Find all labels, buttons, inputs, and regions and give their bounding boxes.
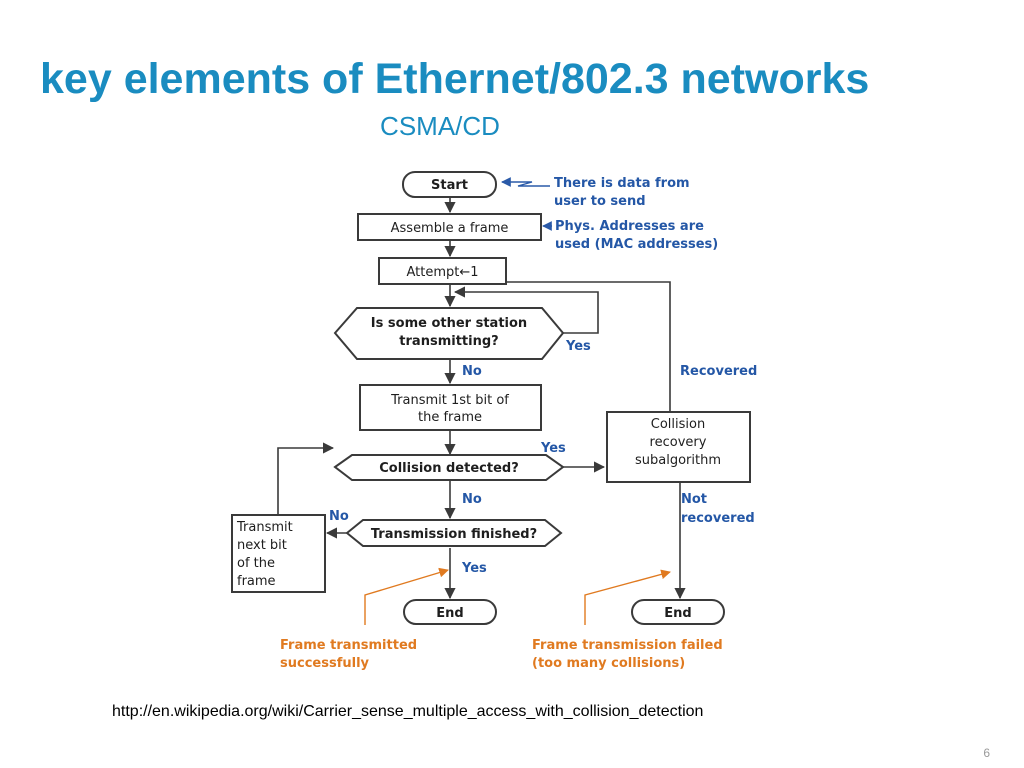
note-failure-line1: Frame transmission failed [532, 638, 723, 653]
label-yes-collision: Yes [540, 441, 566, 456]
note-success-line2: successfully [280, 656, 370, 671]
note-phys-addresses: Phys. Addresses are used (MAC addresses) [542, 219, 718, 252]
flow-recovery-line3: subalgorithm [635, 453, 721, 468]
slide-title: key elements of Ethernet/802.3 networks [40, 55, 870, 103]
flow-carrier-sense-decision: Is some other station transmitting? [333, 307, 565, 360]
flow-end-failure: End [631, 599, 725, 625]
flow-carrier-sense-line1: Is some other station [371, 316, 527, 331]
note-data-line1: There is data from [554, 176, 690, 191]
flow-end-right-label: End [664, 606, 691, 621]
flow-transmit-first-line1: Transmit 1st bit of [390, 393, 509, 408]
flow-attempt-label: Attempt←1 [406, 265, 478, 280]
flow-assemble-frame: Assemble a frame [357, 213, 542, 241]
flow-next-bit-line2: next bit [237, 538, 287, 553]
flow-finished-decision: Transmission finished? [345, 519, 563, 547]
flow-assemble-label: Assemble a frame [391, 221, 509, 236]
flow-collision-recovery: Collision recovery subalgorithm [606, 411, 751, 483]
label-not-recovered-line1: Not [681, 492, 707, 507]
flow-finished-label: Transmission finished? [371, 527, 537, 542]
connector-recovered [455, 281, 671, 412]
label-not-recovered-line2: recovered [681, 511, 755, 526]
flow-next-bit-line4: frame [237, 574, 276, 589]
label-no-collision: No [462, 492, 482, 507]
note-data-line2: user to send [554, 194, 646, 209]
note-success-pointer [364, 567, 449, 625]
flow-end-success: End [403, 599, 497, 625]
connector-next-bit-loop [277, 442, 335, 515]
note-failure: Frame transmission failed (too many coll… [532, 569, 723, 671]
flow-collision-decision: Collision detected? [333, 454, 565, 481]
flow-next-bit-line3: of the [237, 556, 275, 571]
note-failure-pointer [584, 569, 671, 625]
label-no-finished: No [329, 509, 349, 524]
note-success-line1: Frame transmitted [280, 638, 417, 653]
flow-carrier-sense-line2: transmitting? [399, 334, 498, 349]
connector-carrier-yes-loop [453, 286, 599, 334]
note-phys-line1: Phys. Addresses are [555, 219, 704, 234]
flow-end-left-label: End [436, 606, 463, 621]
note-failure-line2: (too many collisions) [532, 656, 685, 671]
page-number: 6 [983, 746, 990, 760]
label-no-carrier: No [462, 364, 482, 379]
flow-next-bit-line1: Transmit [236, 520, 293, 535]
flow-transmit-first-bit: Transmit 1st bit of the frame [359, 384, 542, 431]
note-phys-line2: used (MAC addresses) [555, 237, 718, 252]
flow-recovery-line2: recovery [650, 435, 707, 450]
flow-connectors [277, 197, 686, 600]
slide-subtitle: CSMA/CD [380, 111, 500, 141]
flow-collision-label: Collision detected? [379, 461, 518, 476]
label-yes-carrier: Yes [565, 339, 591, 354]
label-recovered: Recovered [680, 364, 757, 379]
source-link[interactable]: http://en.wikipedia.org/wiki/Carrier_sen… [112, 703, 704, 720]
flow-transmit-next-bit: Transmit next bit of the frame [231, 514, 326, 593]
label-yes-finished: Yes [461, 561, 487, 576]
flow-start: Start [402, 171, 497, 198]
note-data-from-user: There is data from user to send [501, 176, 690, 209]
flow-recovery-line1: Collision [651, 417, 705, 432]
note-success: Frame transmitted successfully [280, 567, 449, 671]
flow-transmit-first-line2: the frame [418, 410, 482, 425]
csma-cd-flowchart: Start Assemble a frame Attempt←1 Is some… [231, 171, 757, 671]
flow-attempt: Attempt←1 [378, 257, 507, 285]
flow-start-label: Start [431, 178, 468, 193]
note-data-pointer [501, 177, 550, 187]
